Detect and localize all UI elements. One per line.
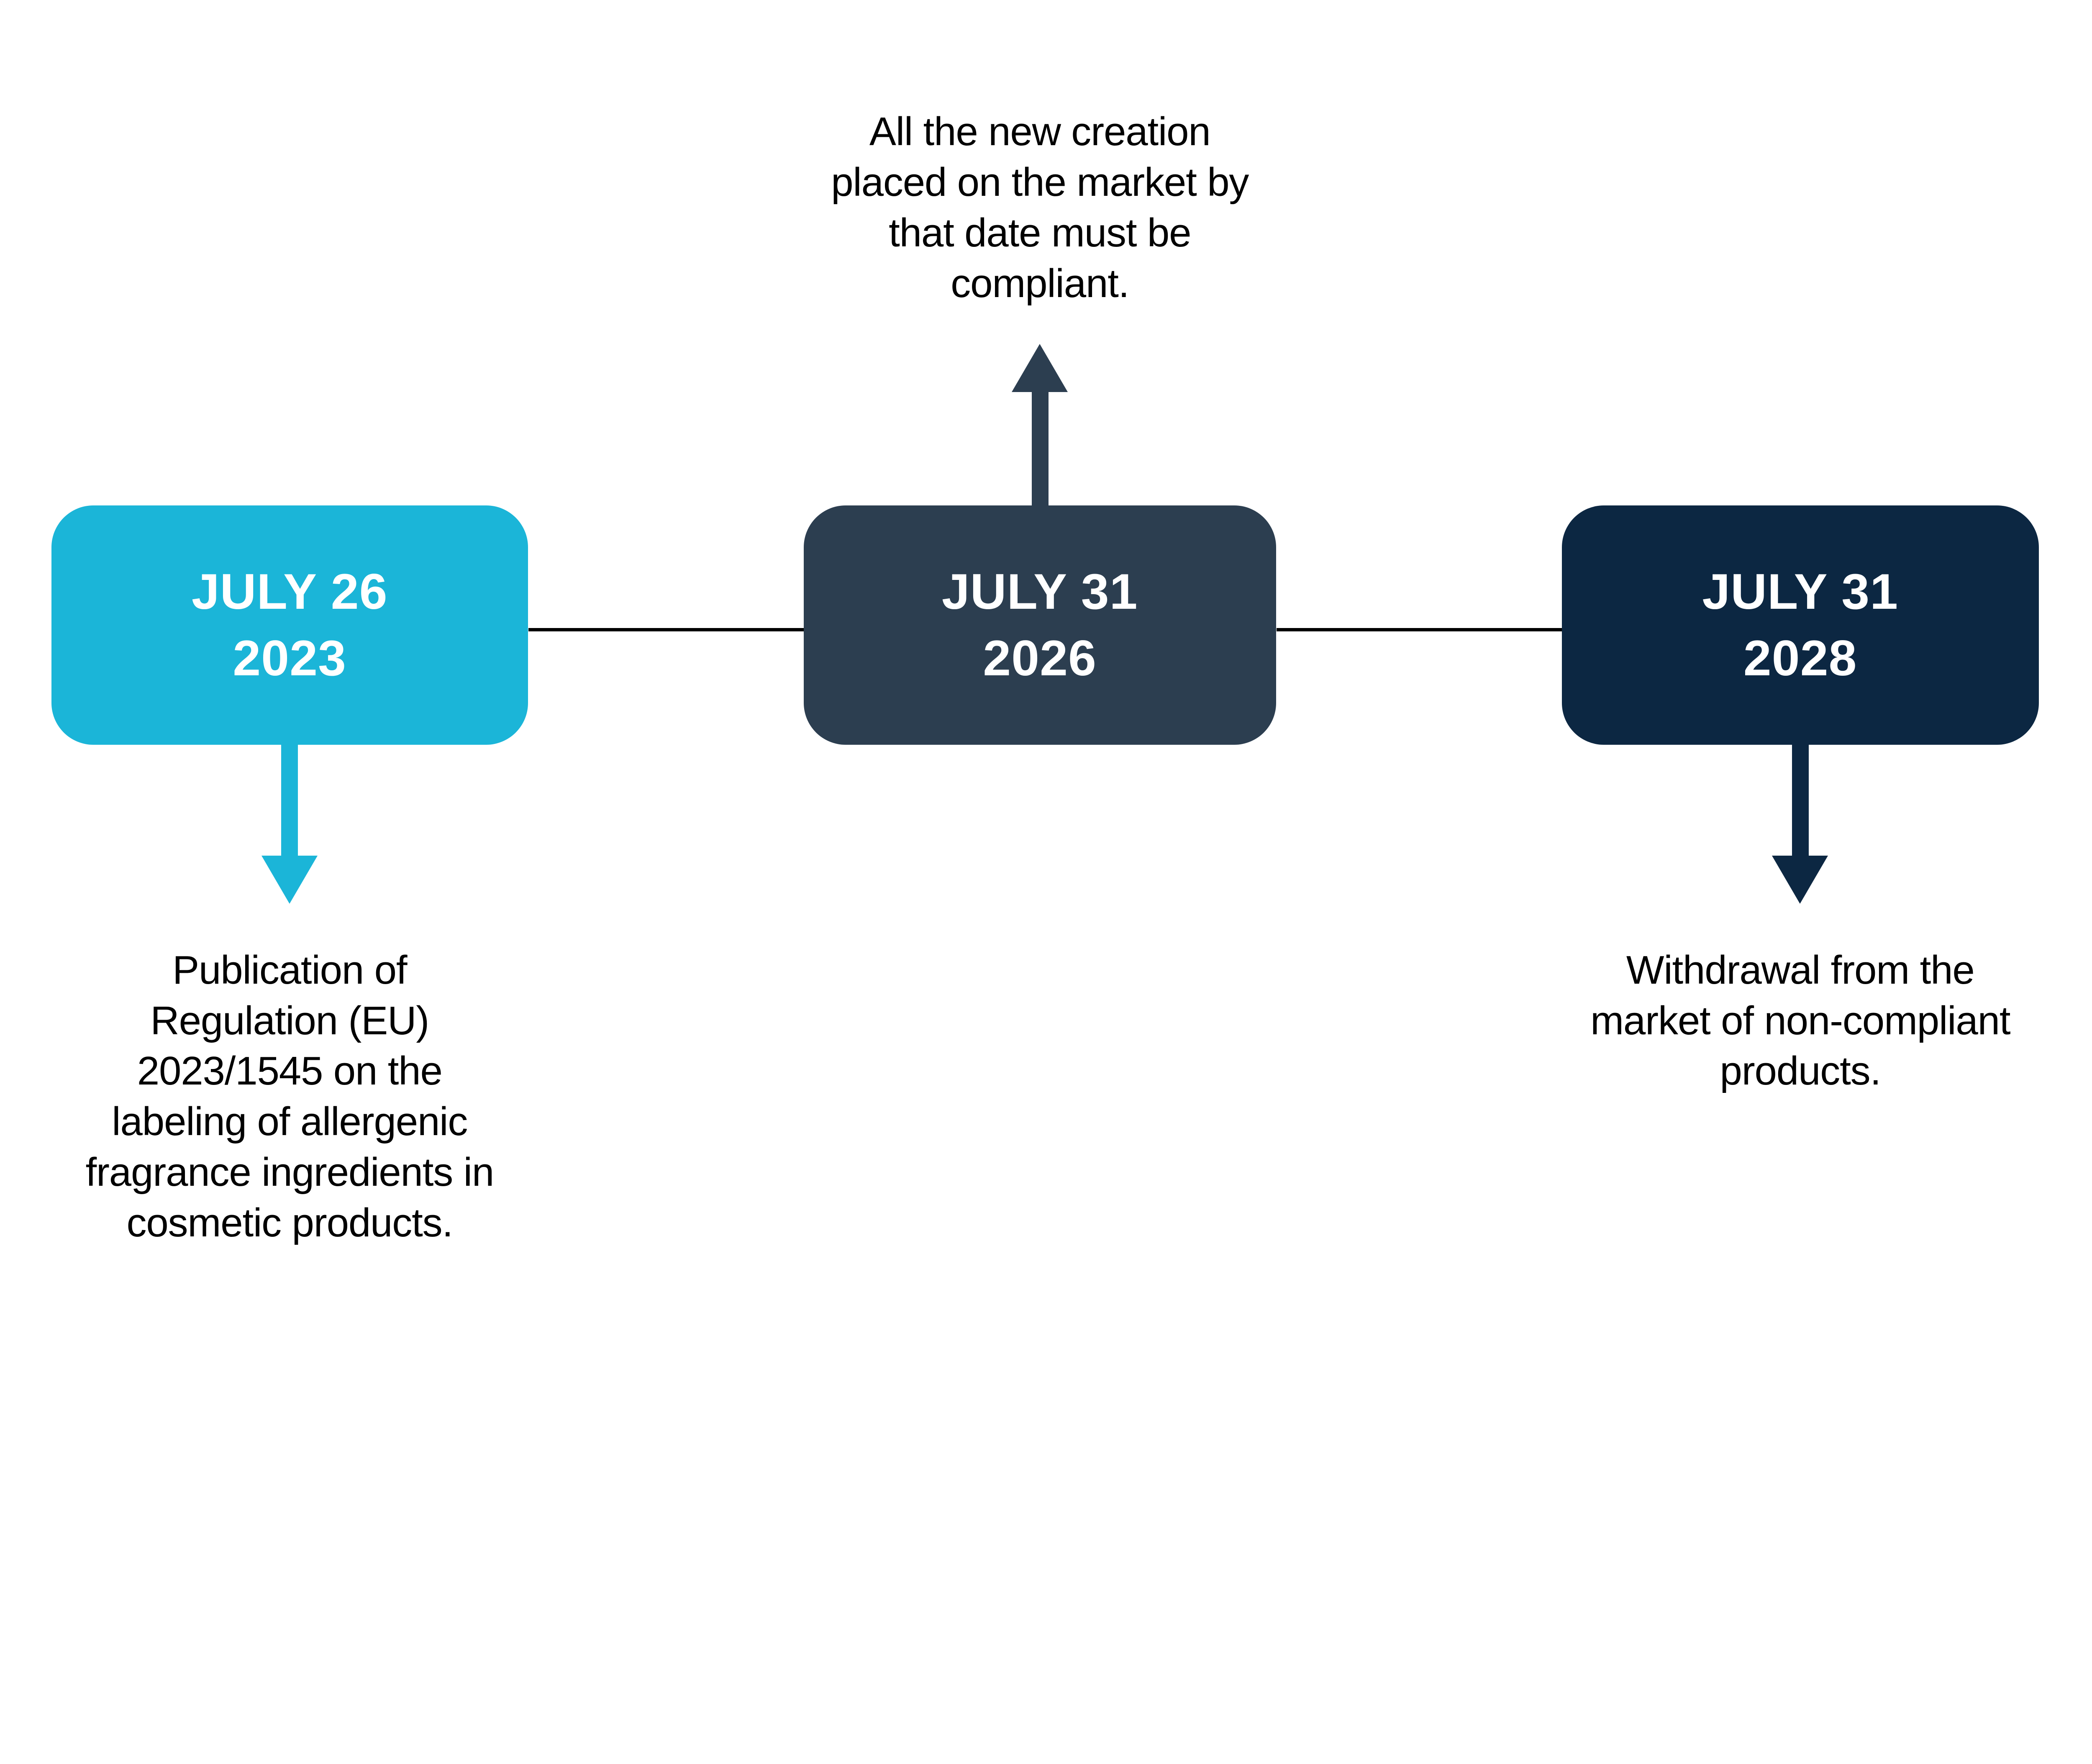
milestone-2-arrow-stem (1031, 391, 1049, 507)
date-box-2028: JULY 31 2028 (1562, 505, 2039, 745)
description-line: that date must be (889, 210, 1191, 256)
timeline-diagram: JULY 26 2023 Publication of Regulation (… (51, 107, 2039, 1249)
date-month-day: JULY 31 (1702, 564, 1899, 620)
description-2028: Withdrawal from the market of non-compli… (1562, 945, 2039, 1097)
description-line: Regulation (EU) (150, 998, 429, 1043)
description-2023: Publication of Regulation (EU) 2023/1545… (51, 945, 528, 1249)
milestone-2-up-arrow-icon (1012, 344, 1068, 392)
date-month-day: JULY 26 (191, 564, 388, 620)
description-line: products. (1720, 1049, 1881, 1094)
description-line: Publication of (172, 947, 407, 992)
date-box-2023: JULY 26 2023 (51, 505, 528, 745)
date-year: 2028 (1743, 630, 1857, 686)
description-2026: All the new creation placed on the marke… (804, 107, 1277, 309)
description-line: All the new creation (869, 109, 1211, 154)
milestone-1-arrow-stem (281, 743, 298, 857)
date-year: 2023 (233, 630, 347, 686)
timeline-connector-right (1276, 628, 1562, 632)
date-box-2026: JULY 31 2026 (803, 505, 1276, 745)
milestone-3-arrow-stem (1792, 743, 1809, 857)
description-line: compliant. (951, 261, 1129, 306)
description-line: cosmetic products. (126, 1200, 453, 1246)
description-line: labeling of allergenic (112, 1099, 468, 1144)
description-line: 2023/1545 on the (137, 1049, 443, 1094)
milestone-3-down-arrow-icon (1772, 856, 1828, 904)
date-month-day: JULY 31 (941, 564, 1138, 620)
milestone-1-down-arrow-icon (261, 856, 318, 904)
date-year: 2026 (983, 630, 1097, 686)
description-line: Withdrawal from the (1626, 947, 1975, 992)
description-line: market of non-compliant (1590, 998, 2010, 1043)
timeline-connector-left (528, 628, 804, 632)
description-line: placed on the market by (831, 160, 1249, 205)
description-line: fragrance ingredients in (85, 1150, 494, 1195)
